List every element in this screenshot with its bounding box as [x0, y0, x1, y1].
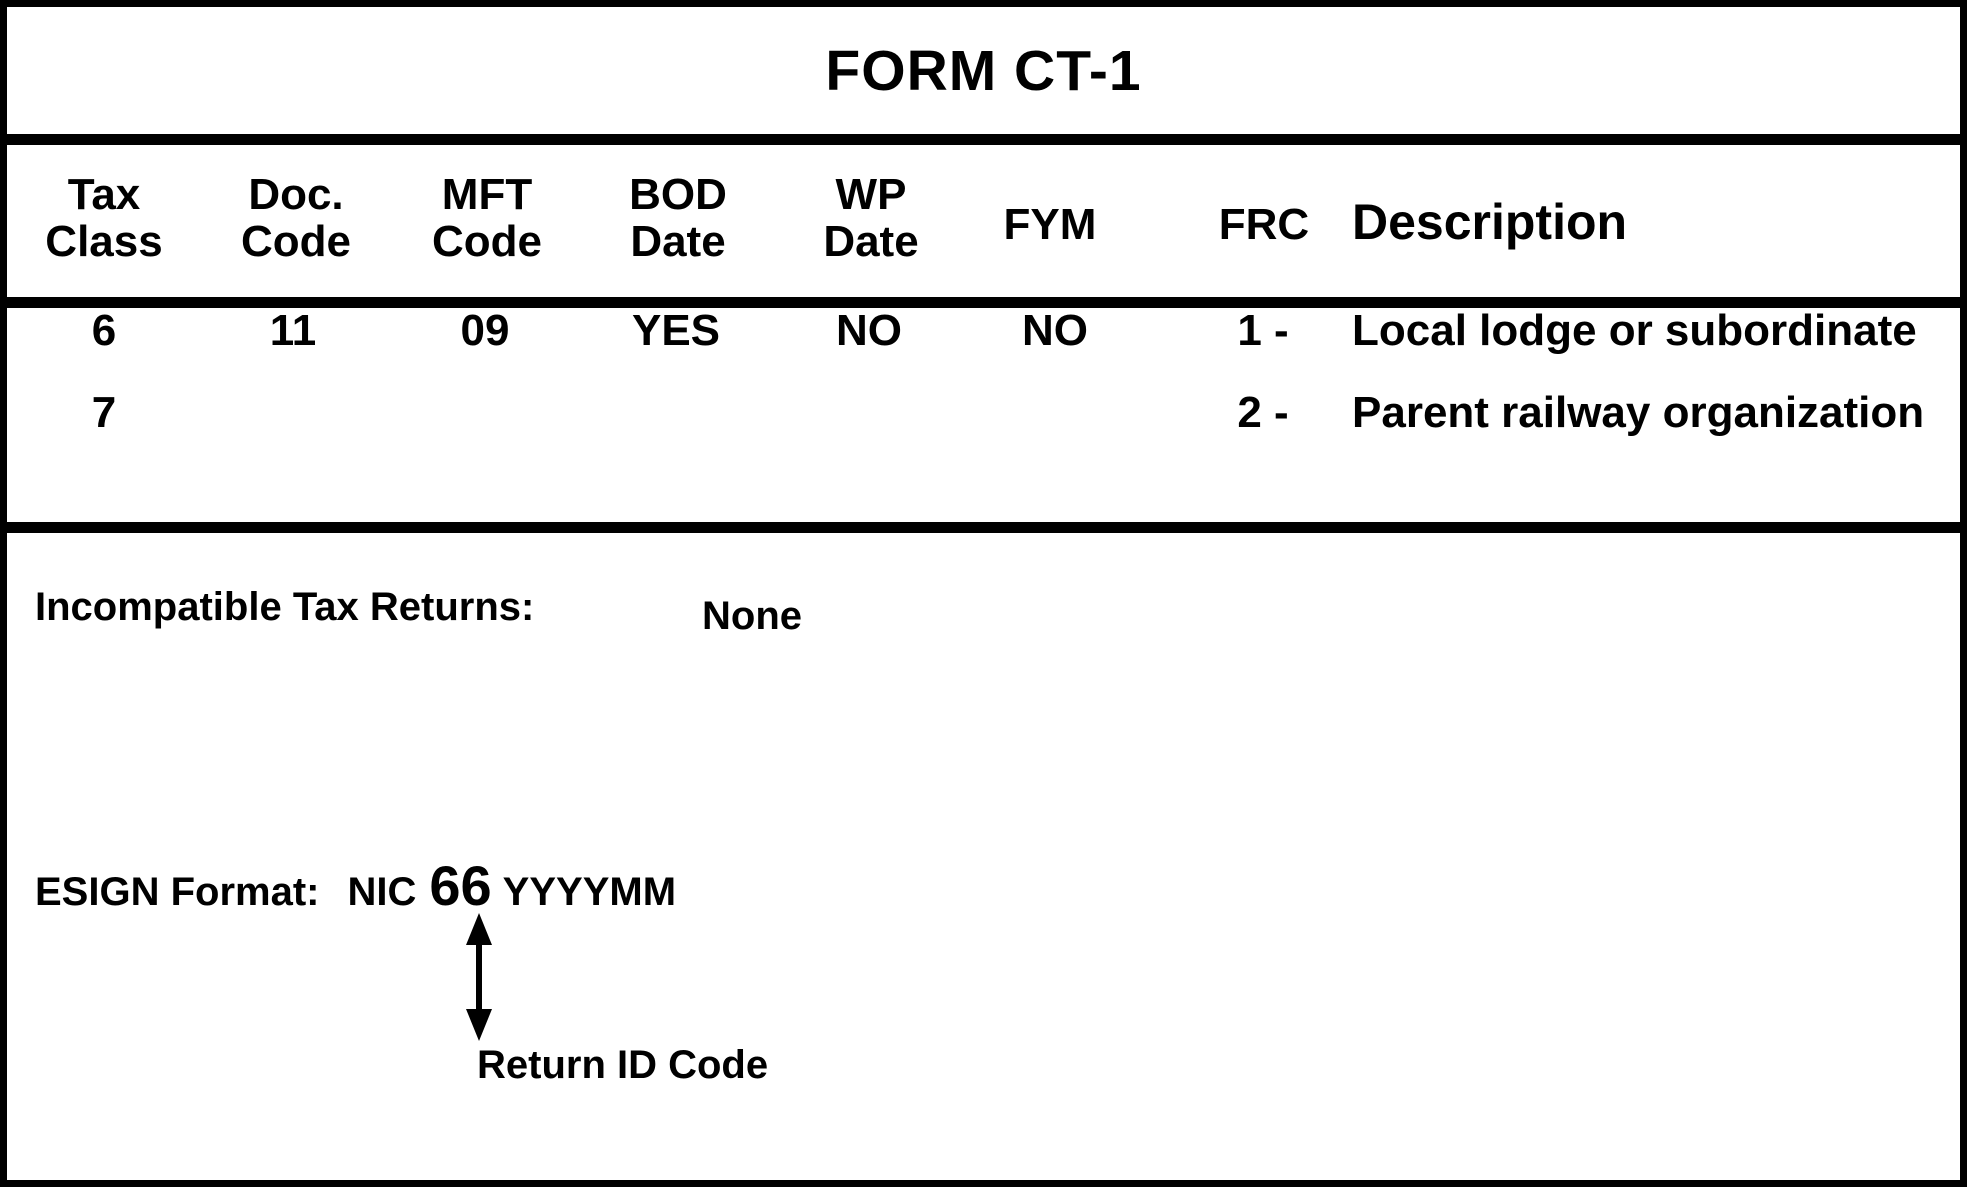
cell-row2-frc: 2 - [1237, 388, 1289, 437]
esign-return-id-code-value: 66 [429, 854, 492, 917]
return-id-code-arrow-icon [459, 913, 499, 1041]
column-header-frc: FRC [1218, 200, 1310, 249]
cell-row1-tax-class: 6 [91, 306, 117, 355]
divider-below-title [7, 134, 1960, 145]
esign-date-format-suffix: YYYYMM [502, 870, 677, 914]
cell-row1-bod-date: YES [631, 306, 721, 355]
column-header-fym: FYM [1003, 200, 1097, 249]
column-header-doc-code: Doc.Code [241, 170, 351, 266]
divider-below-table [7, 522, 1960, 533]
divider-below-header [7, 297, 1960, 308]
cell-row1-mft-code: 09 [460, 306, 510, 355]
esign-format-line: ESIGN Format: NIC 66 YYYYMM [35, 853, 676, 918]
incompatible-tax-returns-label: Incompatible Tax Returns: [35, 585, 535, 629]
incompatible-tax-returns-value: None [702, 594, 802, 638]
title-section: FORM CT-1 [7, 7, 1960, 134]
column-header-description: Description [1352, 194, 1628, 250]
esign-format-label: ESIGN Format: [35, 870, 320, 914]
cell-row2-tax-class: 7 [91, 388, 117, 437]
cell-row1-wp-date: NO [836, 306, 902, 355]
cell-row1-fym: NO [1022, 306, 1088, 355]
esign-nic-prefix: NIC [347, 870, 417, 914]
return-id-code-annotation: Return ID Code [477, 1043, 769, 1087]
cell-row1-description: Local lodge or subordinate [1352, 306, 1917, 355]
cell-row2-description: Parent railway organization [1352, 388, 1925, 437]
cell-row1-frc: 1 - [1237, 306, 1289, 355]
cell-row1-doc-code: 11 [269, 306, 317, 355]
page-title: FORM CT-1 [825, 38, 1142, 103]
